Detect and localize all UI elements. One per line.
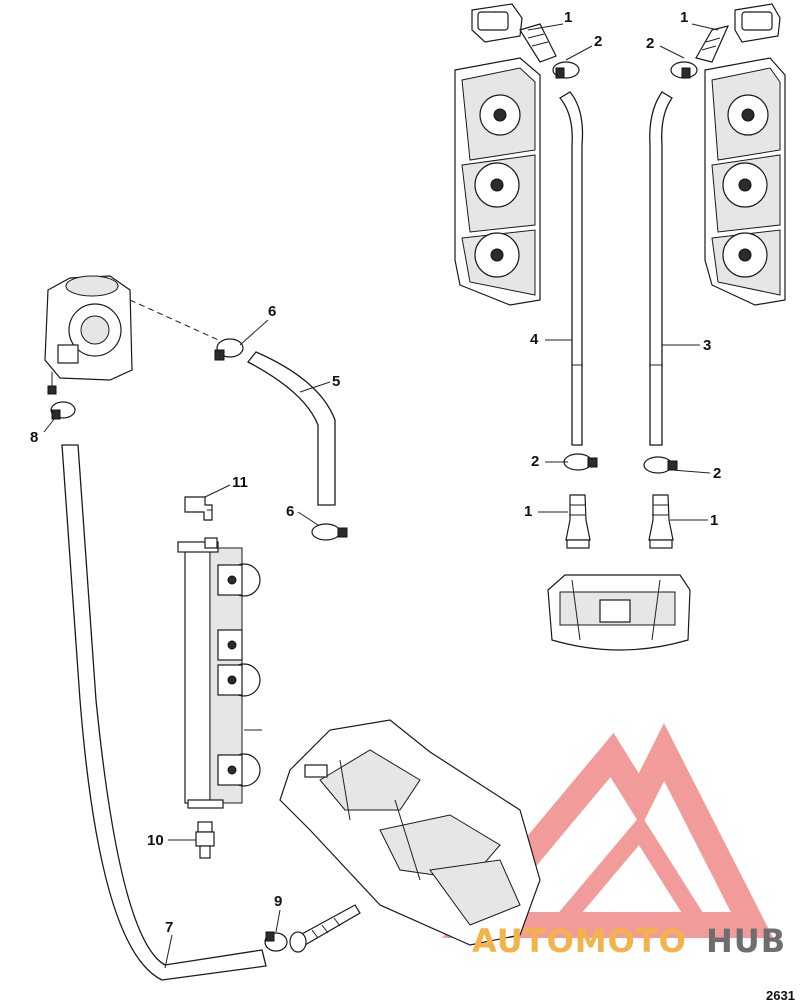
fitting-lower-left — [565, 494, 591, 549]
clamp-6-upper — [214, 338, 244, 361]
callout-1-top-left: 1 — [564, 9, 572, 26]
watermark-text: AUTOMOTO HUB — [472, 922, 786, 960]
callout-2-lower-right: 2 — [713, 465, 721, 482]
fitting-top-right — [695, 25, 730, 63]
callout-2-top-right: 2 — [646, 35, 654, 52]
thermostat-housing — [547, 574, 691, 651]
clamp-6-lower — [311, 523, 348, 541]
watermark-logo — [442, 723, 774, 938]
callout-1-lower-right: 1 — [710, 512, 718, 529]
adapter-plate — [279, 719, 541, 946]
cylinder-head-left — [454, 57, 541, 306]
fitting-top-left — [519, 23, 557, 63]
clamp-8 — [50, 401, 76, 420]
fuel-pump-assembly — [44, 275, 133, 395]
callout-8: 8 — [30, 429, 38, 446]
fitting-10 — [195, 821, 215, 859]
cylinder-head-right — [704, 57, 786, 306]
clamp-lower-left — [563, 453, 598, 471]
hose-3 — [649, 91, 673, 446]
callout-9: 9 — [274, 893, 282, 910]
callout-1-lower-left: 1 — [524, 503, 532, 520]
clamp-top-left — [552, 61, 580, 79]
callout-2-lower-left: 2 — [531, 453, 539, 470]
fitting-9 — [289, 904, 361, 953]
callout-6-lower: 6 — [286, 503, 294, 520]
logo-inner-icon — [553, 814, 708, 931]
clamp-9 — [264, 931, 288, 952]
dashed-leader-pump — [129, 299, 226, 344]
clamp-lower-right — [643, 456, 678, 474]
fitting-11 — [184, 496, 213, 521]
callout-6-upper: 6 — [268, 303, 276, 320]
leader-lines — [43, 23, 719, 969]
callout-10: 10 — [147, 832, 164, 849]
top-cover-left — [471, 3, 523, 43]
callout-5: 5 — [332, 373, 340, 390]
callout-11: 11 — [232, 474, 248, 491]
hose-5 — [247, 351, 336, 506]
callout-7: 7 — [165, 919, 173, 936]
hose-7 — [61, 444, 267, 981]
top-cover-right — [734, 3, 781, 43]
fuel-rail-manifold — [177, 537, 262, 809]
callout-1-top-right: 1 — [680, 9, 688, 26]
callout-4: 4 — [530, 331, 539, 348]
logo-triangle-icon — [442, 723, 774, 938]
callout-2-top-left: 2 — [594, 33, 602, 50]
fitting-lower-right — [648, 494, 674, 549]
hose-4 — [559, 91, 584, 446]
figure-number: 2631 — [766, 988, 795, 1003]
clamp-top-right — [670, 61, 698, 79]
watermark-part2: HUB — [706, 922, 786, 960]
callout-3: 3 — [703, 337, 711, 354]
watermark-part1: AUTOMOTO — [472, 922, 687, 960]
